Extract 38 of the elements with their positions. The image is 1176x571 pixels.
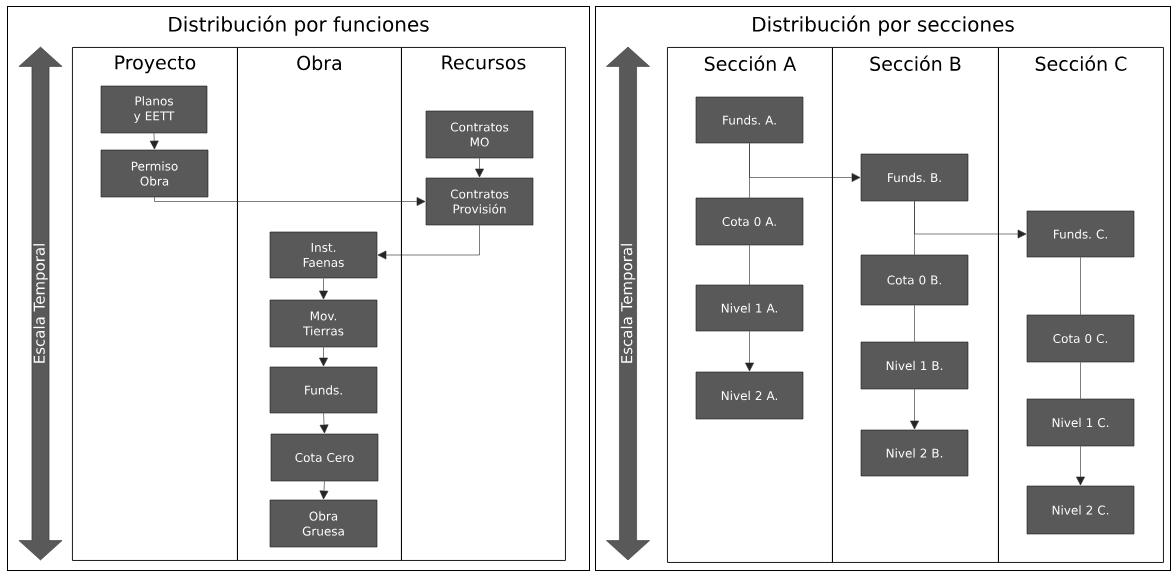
arrow [1076,446,1085,486]
connector-line [749,245,750,285]
connector-line [1080,257,1081,315]
arrow [914,201,1027,239]
arrow [377,225,480,260]
process-box: Permiso Obra [100,149,209,198]
process-box: Mov. Tierras [269,299,378,348]
process-box: Inst. Faenas [269,231,378,279]
process-box: Nivel 1 B. [860,341,969,390]
arrow [749,143,861,182]
process-box: Nivel 2 B. [860,429,969,477]
arrow [154,197,426,206]
arrow [319,278,328,300]
process-box: Planos y EETT [100,85,208,134]
arrow [475,158,484,178]
process-box: Contratos Provisión [425,177,534,226]
arrow [319,347,328,367]
process-box: Nivel 2 C. [1026,485,1135,535]
process-box: Cota Cero [270,433,379,482]
process-box: Cota 0 B. [860,254,969,306]
process-box: Contratos MO [425,110,534,159]
process-box: Nivel 1 C. [1026,398,1135,447]
arrow [745,331,754,372]
process-box: Cota 0 C. [1026,314,1135,363]
process-box: Funds. B. [860,153,969,202]
process-box: Nivel 2 A. [695,371,804,420]
process-box: Funds. [269,366,378,414]
process-box: Funds. A. [695,96,804,144]
connector-line [1080,362,1081,399]
process-box: Obra Gruesa [269,499,378,548]
process-box: Funds. C. [1026,210,1135,258]
process-box: Cota 0 A. [695,197,804,246]
process-box: Nivel 1 A. [695,284,804,332]
arrow [149,133,159,150]
arrow [319,481,329,500]
connector-line [914,305,915,342]
arrow [319,413,329,434]
arrow [910,389,919,430]
